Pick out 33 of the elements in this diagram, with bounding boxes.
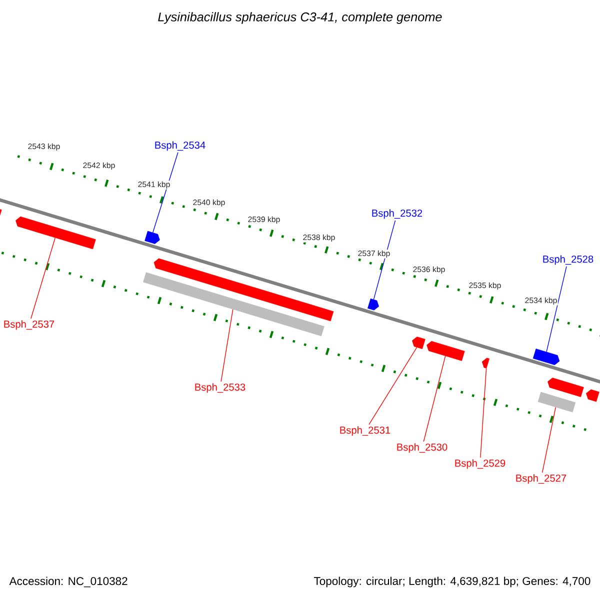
gene-feature	[154, 258, 334, 322]
gene-feature	[586, 389, 600, 402]
gene-label: Bsph_2532	[372, 209, 422, 219]
gene-feature	[426, 341, 465, 361]
leader-line	[152, 152, 178, 233]
gene-label: Bsph_2534	[155, 141, 206, 151]
gene-feature	[482, 358, 490, 368]
genome-stats-text: Topology: circular; Length: 4,639,821 bp; Genes: 4,700	[314, 576, 590, 588]
leader-line	[373, 220, 396, 300]
leader-line	[30, 237, 56, 319]
leader-line	[542, 406, 556, 473]
gene-label: Bsph_2527	[516, 474, 566, 484]
leader-line	[368, 347, 418, 425]
gene-label: Bsph_2528	[543, 255, 594, 265]
gene-feature	[548, 378, 584, 398]
gene-feature	[532, 348, 560, 366]
gene-bar	[538, 392, 576, 412]
gene-label: Bsph_2529	[455, 459, 506, 469]
gene-label: Bsph_2533	[195, 383, 246, 393]
leader-line	[480, 368, 487, 458]
gene-feature	[16, 216, 96, 250]
gene-feature	[144, 230, 160, 244]
gene-bar	[143, 272, 324, 336]
title: Lysinibacillus sphaericus C3-41, complete genome	[158, 12, 442, 24]
gene-label: Bsph_2531	[340, 426, 390, 436]
accession-text: Accession: NC_010382	[9, 576, 128, 588]
gene-label: Bsph_2537	[4, 320, 54, 330]
gene-label: Bsph_2530	[397, 443, 448, 453]
leader-line	[423, 356, 446, 442]
gene-feature	[368, 298, 379, 310]
gene-feature	[412, 336, 426, 350]
leader-line	[220, 309, 234, 382]
leader-line	[546, 266, 567, 352]
